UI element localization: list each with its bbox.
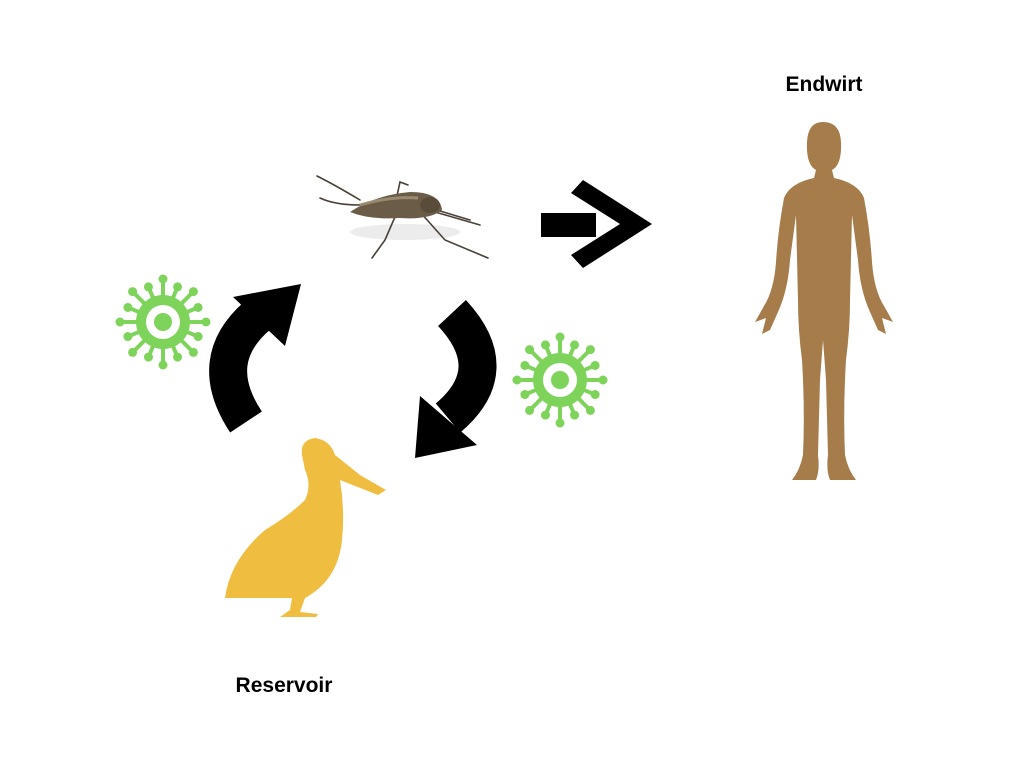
virus-spike-tip — [555, 418, 565, 428]
reservoir-label: Reservoir — [235, 674, 333, 697]
virus-spike-tip — [123, 332, 133, 342]
human-icon — [755, 122, 893, 480]
virus-spike-tip — [585, 345, 595, 355]
virus-spike-tip — [555, 332, 565, 342]
end-host-label: Endwirt — [785, 73, 863, 96]
virus-icon — [115, 274, 211, 370]
virus-body — [551, 371, 569, 389]
virus-spike-tip — [173, 352, 183, 362]
virus-spike-tip — [173, 282, 183, 292]
arrow-right-icon — [541, 180, 652, 268]
virus-spike-tip — [540, 340, 550, 350]
virus-spike-tip — [115, 317, 125, 327]
virus-spike-tip — [128, 347, 138, 357]
virus-spike-tip — [158, 274, 168, 284]
virus-spike-tip — [158, 360, 168, 370]
virus-spike-tip — [585, 405, 595, 415]
virus-spike-tip — [525, 405, 535, 415]
virus-body — [154, 313, 172, 331]
virus-spike-tip — [512, 375, 522, 385]
pelican-icon — [225, 438, 386, 617]
cycle-arrow-up-icon — [209, 284, 301, 433]
virus-spike-tip — [520, 390, 530, 400]
virus-spike-tip — [598, 375, 608, 385]
virus-spike-tip — [188, 347, 198, 357]
virus-spike-tip — [123, 302, 133, 312]
virus-spike-tip — [570, 410, 580, 420]
virus-spike-tip — [143, 282, 153, 292]
cycle-arrow-down-icon — [415, 300, 497, 458]
virus-spike-tip — [143, 352, 153, 362]
virus-spike-tip — [525, 345, 535, 355]
virus-spike-tip — [193, 332, 203, 342]
virus-spike-tip — [540, 410, 550, 420]
virus-spike-tip — [201, 317, 211, 327]
virus-spike-tip — [193, 302, 203, 312]
virus-icon — [512, 332, 608, 428]
virus-spike-tip — [570, 340, 580, 350]
virus-spike-tip — [188, 287, 198, 297]
virus-spike-tip — [590, 390, 600, 400]
virus-spike-tip — [590, 360, 600, 370]
virus-spike-tip — [520, 360, 530, 370]
mosquito-icon — [316, 175, 489, 259]
virus-spike-tip — [128, 287, 138, 297]
